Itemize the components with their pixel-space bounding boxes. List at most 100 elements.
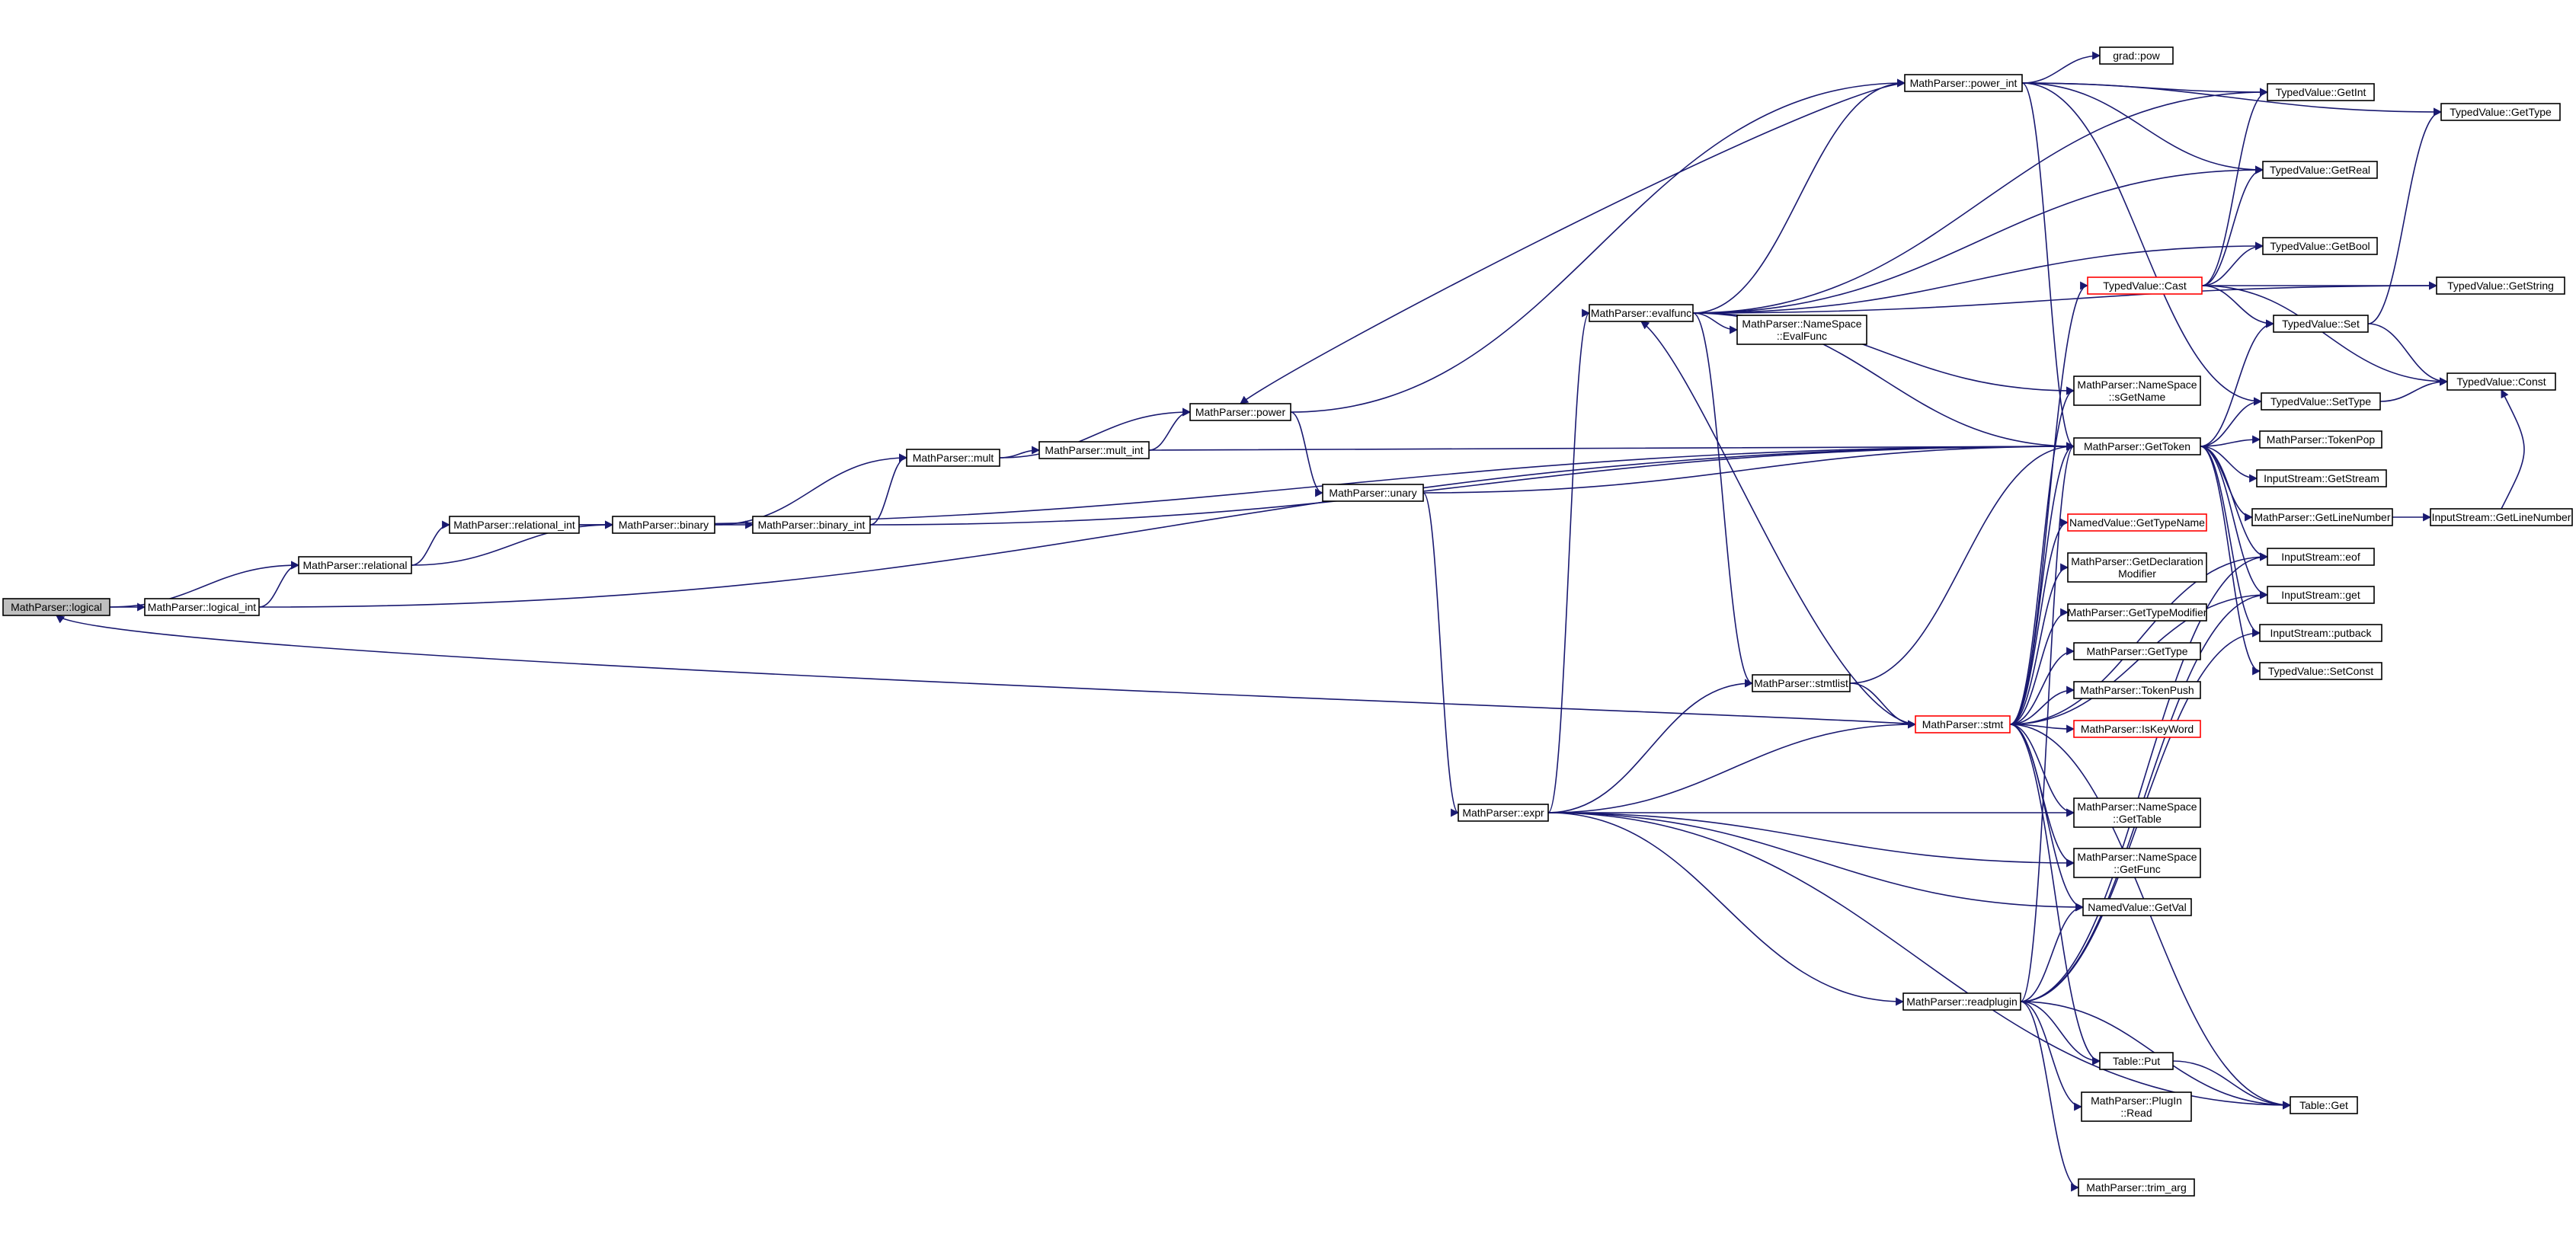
node-box: [1458, 804, 1549, 822]
node-TVConst[interactable]: TypedValue::Const: [2446, 372, 2556, 391]
node-logical[interactable]: MathParser::logical: [2, 598, 110, 616]
edge-binary-to-mult: [714, 453, 908, 526]
edge-stmt-to-GetTypeModifier: [2009, 608, 2069, 725]
node-ISget[interactable]: InputStream::get: [2267, 586, 2375, 604]
edge-unary-to-GetToken: [1422, 442, 2075, 494]
node-PluginRead[interactable]: MathParser::PlugIn::Read: [2081, 1091, 2192, 1122]
node-label: TypedValue::SetConst: [2268, 665, 2373, 677]
node-label: MathParser::power_int: [1910, 77, 2018, 89]
node-box: [1752, 674, 1851, 692]
node-box: [2073, 681, 2201, 699]
node-TokenPop[interactable]: MathParser::TokenPop: [2259, 430, 2382, 449]
node-grad_pow[interactable]: grad::pow: [2099, 46, 2174, 65]
node-power_int[interactable]: MathParser::power_int: [1904, 74, 2023, 92]
edges-layer: [56, 51, 2525, 1192]
node-label: MathParser::logical: [11, 601, 102, 613]
node-TVGetInt[interactable]: TypedValue::GetInt: [2267, 83, 2375, 101]
node-GetToken[interactable]: MathParser::GetToken: [2073, 437, 2201, 455]
node-nsGetName[interactable]: MathParser::NameSpace::sGetName: [2073, 376, 2201, 406]
node-binary[interactable]: MathParser::binary: [612, 516, 715, 534]
edge-logical_int-to-GetToken: [258, 442, 2075, 608]
node-TVCast[interactable]: TypedValue::Cast: [2087, 276, 2203, 295]
node-nsEvalFunc[interactable]: MathParser::NameSpace::EvalFunc: [1736, 315, 1867, 345]
node-mult_int[interactable]: MathParser::mult_int: [1038, 441, 1150, 459]
node-TVSetType[interactable]: TypedValue::SetType: [2261, 392, 2381, 411]
edge-GetToken-to-ISget: [2200, 446, 2269, 599]
node-relational_int[interactable]: MathParser::relational_int: [449, 516, 580, 534]
node-box: [2073, 797, 2201, 828]
node-MPGetType[interactable]: MathParser::GetType: [2073, 642, 2201, 660]
node-TVSet[interactable]: TypedValue::Set: [2273, 315, 2369, 333]
node-TVGetString[interactable]: TypedValue::GetString: [2436, 276, 2565, 295]
node-box: [1902, 992, 2021, 1011]
node-nsGetFunc[interactable]: MathParser::NameSpace::GetFunc: [2073, 848, 2201, 878]
edge-stmt-to-TokenPush: [2009, 686, 2075, 725]
node-TVGetBool[interactable]: TypedValue::GetBool: [2262, 237, 2378, 255]
node-box: [2262, 161, 2378, 179]
node-power[interactable]: MathParser::power: [1189, 403, 1291, 421]
node-label: Table::Put: [2113, 1055, 2160, 1067]
node-nsGetTable[interactable]: MathParser::NameSpace::GetTable: [2073, 797, 2201, 828]
edge-power-to-unary: [1290, 411, 1324, 497]
node-label: ::EvalFunc: [1777, 330, 1827, 342]
node-relational[interactable]: MathParser::relational: [298, 556, 412, 574]
node-NVGetVal[interactable]: NamedValue::GetVal: [2082, 898, 2192, 916]
node-unary[interactable]: MathParser::unary: [1322, 484, 1424, 502]
node-box: [906, 449, 1000, 467]
node-IsKeyWord[interactable]: MathParser::IsKeyWord: [2073, 720, 2201, 738]
node-GetTypeModifier[interactable]: MathParser::GetTypeModifier: [2067, 603, 2207, 622]
edge-GetToken-to-TVSetConst: [2200, 446, 2261, 676]
node-TokenPush[interactable]: MathParser::TokenPush: [2073, 681, 2201, 699]
node-GetTypeName[interactable]: NamedValue::GetTypeName: [2067, 513, 2207, 532]
node-TVGetReal[interactable]: TypedValue::GetReal: [2262, 161, 2378, 179]
node-label: MathParser::TokenPush: [2080, 684, 2194, 696]
node-box: [1038, 441, 1150, 459]
node-evalfunc[interactable]: MathParser::evalfunc: [1589, 304, 1694, 322]
edge-stmt-to-GetDeclMod: [2009, 563, 2069, 725]
edge-TVSet-to-TVConst: [2367, 323, 2449, 386]
node-label: MathParser::stmt: [1922, 718, 2004, 730]
node-ISGetLineNumber[interactable]: InputStream::GetLineNumber: [2430, 508, 2573, 526]
edge-expr-to-stmt: [1547, 720, 1917, 813]
edge-readplugin-to-GetToken: [2020, 442, 2075, 1002]
edge-TVCast-to-TVGetReal: [2201, 165, 2264, 286]
node-box: [2261, 392, 2381, 411]
edge-readplugin-to-PluginRead: [2020, 1001, 2083, 1111]
node-box: [2081, 1091, 2192, 1122]
node-TVSetConst[interactable]: TypedValue::SetConst: [2259, 662, 2382, 680]
node-label: InputStream::get: [2281, 589, 2360, 601]
edge-power_int-to-TVGetReal: [2021, 82, 2264, 174]
node-label: MathParser::expr: [1462, 807, 1544, 819]
node-box: [612, 516, 715, 534]
node-TVGetType[interactable]: TypedValue::GetType: [2440, 103, 2561, 121]
edge-mult-to-power: [999, 407, 1192, 459]
edge-power_int-to-GetToken: [2021, 82, 2075, 451]
node-box: [1589, 304, 1694, 322]
edge-logical_int-to-relational: [258, 561, 300, 608]
node-ISGetStream[interactable]: InputStream::GetStream: [2256, 469, 2387, 487]
node-label: MathParser::binary: [619, 519, 709, 531]
node-readplugin[interactable]: MathParser::readplugin: [1902, 992, 2021, 1011]
node-label: MathParser::binary_int: [758, 519, 866, 531]
node-ISeof[interactable]: InputStream::eof: [2267, 548, 2375, 566]
node-mult[interactable]: MathParser::mult: [906, 449, 1000, 467]
node-TablePut[interactable]: Table::Put: [2099, 1052, 2174, 1070]
edge-power-to-power_int: [1290, 78, 1906, 413]
node-stmtlist[interactable]: MathParser::stmtlist: [1752, 674, 1851, 692]
edge-TVCast-to-TVSet: [2201, 285, 2275, 328]
nodes-layer: MathParser::logical MathParser::logical_i…: [2, 46, 2573, 1197]
node-box: [2087, 276, 2203, 295]
node-label: MathParser::GetLineNumber: [2254, 511, 2391, 523]
node-trim_arg[interactable]: MathParser::trim_arg: [2078, 1178, 2195, 1197]
node-binary_int[interactable]: MathParser::binary_int: [752, 516, 871, 534]
node-logical_int[interactable]: MathParser::logical_int: [144, 598, 260, 616]
node-ISputback[interactable]: InputStream::putback: [2259, 624, 2382, 642]
node-TableGet[interactable]: Table::Get: [2290, 1096, 2358, 1114]
node-MPGetLineNumber[interactable]: MathParser::GetLineNumber: [2251, 508, 2393, 526]
node-expr[interactable]: MathParser::expr: [1458, 804, 1549, 822]
node-stmt[interactable]: MathParser::stmt: [1915, 715, 2011, 733]
edge-readplugin-to-TablePut: [2020, 1001, 2101, 1066]
node-box: [1189, 403, 1291, 421]
edge-GetToken-to-ISputback: [2200, 446, 2261, 638]
